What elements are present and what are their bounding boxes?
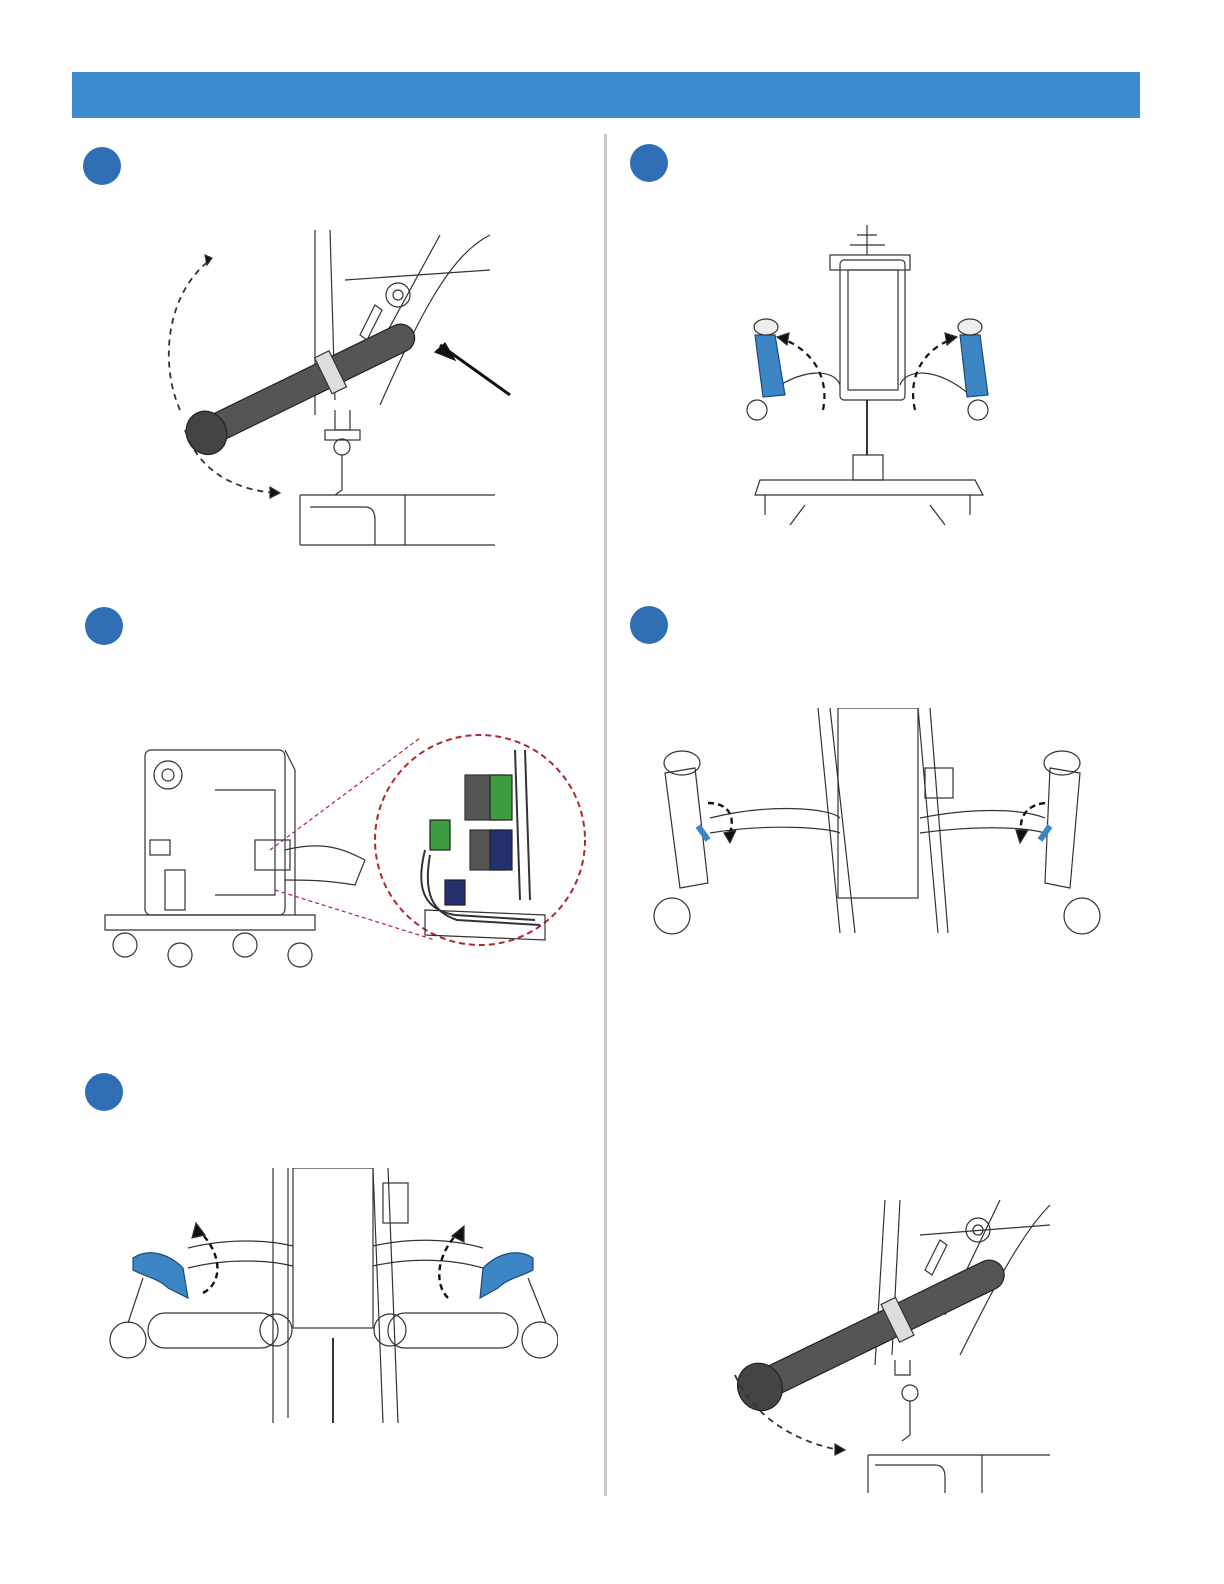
step-5-badge	[85, 1073, 123, 1111]
step-3-badge	[85, 607, 123, 645]
illustration-lower-handle	[720, 1195, 1060, 1495]
illustration-front-handles	[745, 225, 990, 530]
illustration-handle-levers	[650, 708, 1105, 938]
column-divider	[604, 134, 607, 1496]
illustration-connectors	[95, 730, 595, 980]
step-1-badge	[83, 147, 121, 185]
step-2-badge	[630, 144, 668, 182]
step-4-badge	[630, 606, 668, 644]
header-bar	[72, 72, 1140, 118]
illustration-blue-levers	[108, 1168, 558, 1433]
illustration-raise-handle	[150, 225, 520, 555]
